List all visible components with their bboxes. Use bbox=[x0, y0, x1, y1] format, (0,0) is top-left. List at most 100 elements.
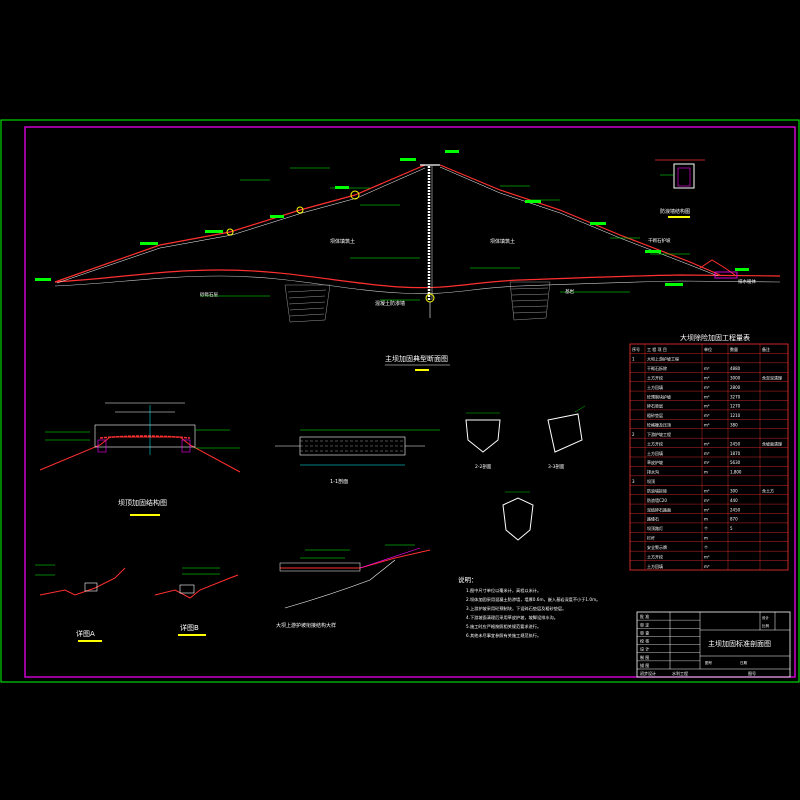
table-cell: m³ bbox=[704, 394, 710, 399]
elevation-tags bbox=[35, 150, 749, 286]
table-cell: m³ bbox=[704, 451, 710, 456]
table-cell: 个 bbox=[704, 545, 708, 550]
table-cell: 1210 bbox=[730, 413, 741, 418]
table-cell: 2800 bbox=[730, 385, 741, 390]
riprap-label: 干砌石护坡 bbox=[648, 237, 671, 244]
table-cell: 300 bbox=[730, 488, 738, 493]
inner-frame bbox=[24, 126, 796, 678]
note-line: 4.下游坡面清理后采用草皮护坡，坡脚设排水沟。 bbox=[466, 614, 558, 621]
table-cell: m bbox=[704, 536, 708, 541]
title-block-row-label: 制 图 bbox=[640, 654, 649, 660]
table-header-cell: 工 程 项 目 bbox=[647, 346, 667, 352]
svg-text:图号: 图号 bbox=[748, 670, 756, 676]
detail-b-title: 详图B bbox=[180, 623, 199, 632]
table-cell: m² bbox=[704, 460, 710, 465]
ground-line bbox=[54, 269, 781, 289]
detail-b: 详图B bbox=[154, 567, 239, 636]
title-block-row-label: 批 准 bbox=[640, 613, 649, 619]
table-cell: 坝顶 bbox=[647, 478, 655, 484]
title-block-row-label: 设 计 bbox=[640, 646, 649, 652]
table-cell: m³ bbox=[704, 413, 710, 418]
table-cell: 砼预制块护坡 bbox=[647, 393, 671, 399]
outer-frame bbox=[0, 119, 800, 683]
table-cell: m³ bbox=[704, 366, 710, 371]
scale-bar bbox=[415, 369, 429, 371]
downstream-slope-inner bbox=[439, 166, 719, 277]
berm-marker bbox=[350, 190, 360, 200]
table-cell: m³ bbox=[704, 564, 710, 569]
slope-connection-detail: 大坝上游护坡衔接结构大样 bbox=[276, 544, 431, 629]
table-header-cell: 备注 bbox=[762, 346, 770, 352]
note-line: 5.施工时应严格按照相关规范要求进行。 bbox=[466, 623, 541, 630]
core-wall-label: 混凝土防渗墙 bbox=[375, 300, 405, 307]
svg-text:比例: 比例 bbox=[762, 623, 770, 628]
table-cell: 排水沟 bbox=[647, 469, 659, 475]
table-cell: 下游护坡工程 bbox=[647, 431, 671, 437]
drawing-name: 主坝加固标准剖面图 bbox=[708, 639, 771, 648]
notes-block: 说明： 1.图中尺寸单位以毫米计，高程以米计。2.坝体加固采用混凝土防渗墙，墙厚… bbox=[458, 575, 600, 639]
table-cell: 2450 bbox=[730, 441, 741, 446]
table-cell: 含淤泥清理 bbox=[762, 374, 782, 380]
table-cell: m³ bbox=[704, 498, 710, 503]
table-cell: m³ bbox=[704, 375, 710, 380]
bedrock-hatch-left bbox=[284, 284, 331, 323]
svg-text:图号: 图号 bbox=[705, 660, 713, 665]
table-header-cell: 单位 bbox=[704, 346, 712, 352]
table-cell: 3270 bbox=[730, 394, 741, 399]
table-cell: 870 bbox=[730, 517, 738, 522]
note-line: 1.图中尺寸单位以毫米计，高程以米计。 bbox=[466, 587, 541, 594]
table-cell: 防浪墙C20 bbox=[647, 497, 667, 503]
table-cell: 5 bbox=[730, 526, 733, 531]
table-cell: 土方回填 bbox=[647, 563, 663, 569]
table-cell: m³ bbox=[704, 554, 710, 559]
table-cell: 干砌石拆除 bbox=[647, 365, 667, 371]
table-cell: m bbox=[704, 470, 708, 475]
right-fill-label: 坝体填筑土 bbox=[490, 238, 515, 245]
svg-text:水利工程: 水利工程 bbox=[672, 670, 688, 676]
bedrock-hatch-right bbox=[509, 281, 551, 321]
table-cell: 3000 bbox=[730, 375, 741, 380]
table-cell: m³ bbox=[704, 488, 710, 493]
left-fill-label: 坝体填筑土 bbox=[330, 238, 355, 245]
table-cell: 含坡面清理 bbox=[762, 440, 782, 446]
title-block-row-label: 审 定 bbox=[640, 621, 649, 627]
svg-text:日期: 日期 bbox=[740, 660, 748, 665]
table-cell: 2450 bbox=[730, 507, 741, 512]
table-cell: 粗砂垫层 bbox=[647, 412, 663, 418]
table-cell: m³ bbox=[704, 441, 710, 446]
table-cell: 5630 bbox=[730, 460, 741, 465]
table-cell: 路缘石 bbox=[647, 516, 659, 522]
table-cell: m³ bbox=[704, 423, 710, 428]
table-cell: m³ bbox=[704, 404, 710, 409]
table-cell: 碎石垫层 bbox=[647, 403, 663, 409]
table-cell: 泥结碎石路面 bbox=[647, 506, 671, 512]
svg-text:初步设计: 初步设计 bbox=[640, 670, 656, 676]
section-label-1: 1-1剖面 bbox=[330, 478, 348, 485]
upstream-slope-inner bbox=[56, 167, 426, 284]
upstream-slope bbox=[54, 164, 426, 283]
table-cell: 土方开挖 bbox=[647, 553, 663, 559]
annotation-leaders bbox=[200, 167, 690, 301]
berm-marker bbox=[296, 206, 304, 214]
title-block-row-label: 描 图 bbox=[640, 662, 649, 668]
table-cell: 土方开挖 bbox=[647, 374, 663, 380]
table-cell: 1,800 bbox=[730, 470, 742, 475]
table-header-cell: 数量 bbox=[730, 346, 738, 352]
svg-text:设计: 设计 bbox=[762, 615, 770, 620]
foundation-label: 砂砾石层 bbox=[200, 291, 218, 298]
precast-block-3 bbox=[502, 491, 534, 541]
svg-text:3-3剖面: 3-3剖面 bbox=[548, 463, 565, 470]
title-block-row-label: 校 核 bbox=[640, 638, 649, 644]
detail-a-title: 详图A bbox=[76, 629, 95, 638]
table-cell: 砼格梗及压顶 bbox=[647, 422, 671, 428]
slope-detail-title: 大坝上游护坡衔接结构大样 bbox=[276, 622, 336, 629]
table-cell: 1870 bbox=[730, 451, 741, 456]
title-block-row-label: 审 查 bbox=[640, 629, 649, 635]
table-cell: 1 bbox=[632, 357, 635, 362]
table-cell: 4880 bbox=[730, 366, 741, 371]
table-cell: 个 bbox=[704, 526, 708, 531]
table-cell: 土方回填 bbox=[647, 450, 663, 456]
table-cell: 土方回填 bbox=[647, 384, 663, 390]
